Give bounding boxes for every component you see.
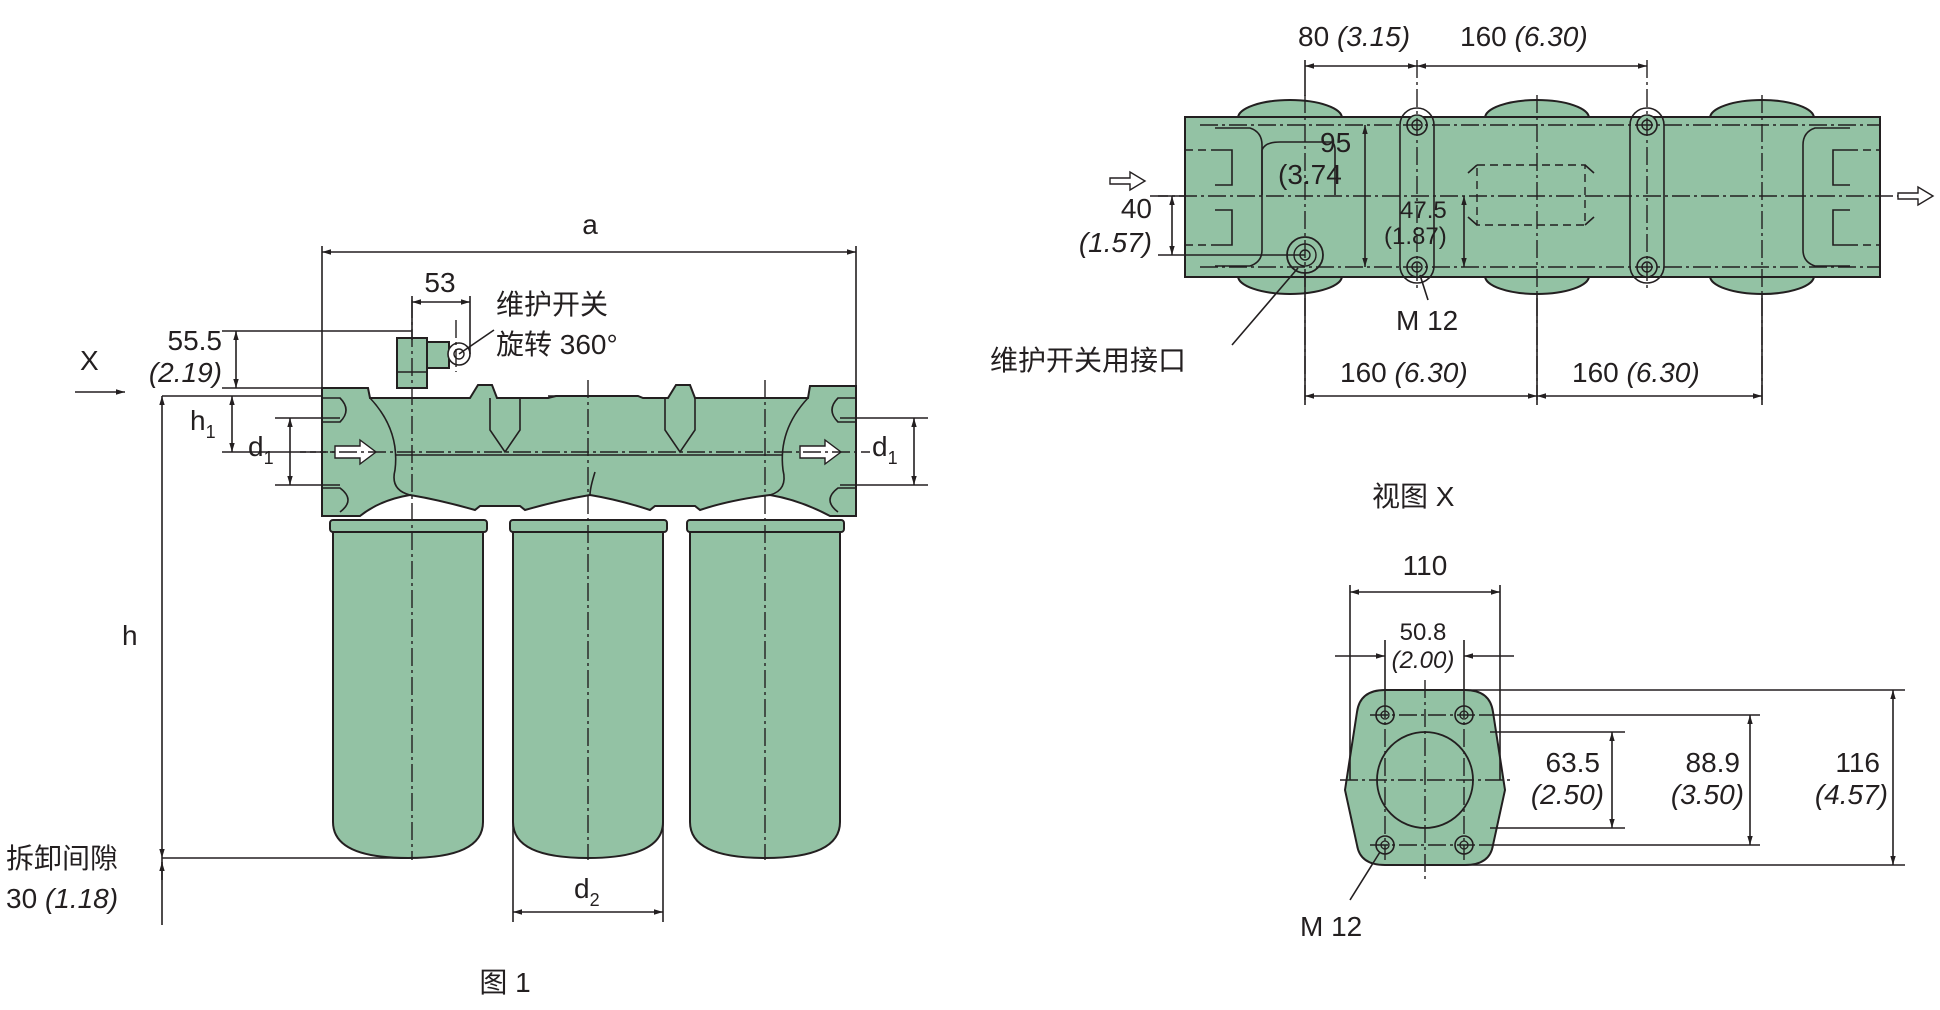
manifold-contour-right bbox=[769, 397, 809, 496]
view-x-m12: M 12 bbox=[1396, 305, 1458, 336]
port-lower-left bbox=[322, 487, 349, 513]
dim-88-9: 88.9 bbox=[1686, 747, 1741, 778]
valve-cone-1 bbox=[489, 398, 521, 454]
dim-a-label: a bbox=[582, 209, 598, 240]
dim-d1-right-label: d1 bbox=[872, 431, 898, 468]
removal-clearance-value: 30 (1.18) bbox=[6, 883, 118, 914]
dim-55-5-inch: (2.19) bbox=[149, 357, 222, 388]
removal-clearance-label: 拆卸间隙 bbox=[6, 843, 118, 874]
view-x-inlet-arrow bbox=[1109, 170, 1147, 192]
dim-d1-left-label: d1 bbox=[248, 431, 274, 468]
view-x-marker: X bbox=[80, 345, 99, 376]
port-leader bbox=[1231, 267, 1299, 346]
outlet-port-right bbox=[831, 397, 856, 423]
dim-40-inch: (1.57) bbox=[1079, 227, 1152, 258]
dim-47-5-inch: (1.87) bbox=[1384, 223, 1447, 250]
view-x: 80 (3.15) 160 (6.30) 95 (3.74 40 (1.57) … bbox=[990, 21, 1935, 512]
dim-d2-label: d2 bbox=[574, 873, 600, 910]
view-x-outlet-arrow bbox=[1897, 185, 1935, 207]
dim-88-9-inch: (3.50) bbox=[1671, 779, 1744, 810]
switch-label-line2: 旋转 360° bbox=[496, 329, 618, 360]
dim-50-8-inch: (2.00) bbox=[1392, 647, 1455, 674]
maintenance-port-label: 维护开关用接口 bbox=[990, 345, 1186, 376]
dim-63-5: 63.5 bbox=[1546, 747, 1601, 778]
flange-view: 110 50.8 (2.00) 63.5 (2.50) 88.9 (3.50) … bbox=[1300, 550, 1905, 942]
flange-m12-leader bbox=[1349, 851, 1381, 901]
dim-53-label: 53 bbox=[424, 267, 455, 298]
dim-160-bottom-left: 160 (6.30) bbox=[1340, 357, 1468, 388]
filter-bowl-left bbox=[332, 529, 484, 860]
switch-head bbox=[426, 341, 450, 369]
dim-116: 116 bbox=[1835, 747, 1880, 778]
dim-95-inch: (3.74 bbox=[1278, 159, 1342, 190]
dim-h-label: h bbox=[122, 620, 138, 651]
dim-h1-label: h1 bbox=[190, 405, 216, 442]
m12-leader bbox=[1419, 274, 1429, 301]
outlet-contour bbox=[1802, 127, 1850, 267]
manifold-contour-left bbox=[369, 397, 411, 496]
dim-63-5-inch: (2.50) bbox=[1531, 779, 1604, 810]
front-view: a 53 维护开关 旋转 360° 55.5 (2.19) X h1 d1 d1… bbox=[6, 209, 928, 998]
manifold-divider bbox=[589, 471, 596, 496]
dim-50-8: 50.8 bbox=[1400, 619, 1447, 646]
dim-55-5-label: 55.5 bbox=[168, 325, 223, 356]
dim-47-5: 47.5 bbox=[1400, 197, 1447, 224]
switch-label-line1: 维护开关 bbox=[496, 289, 608, 320]
dim-40: 40 bbox=[1121, 193, 1152, 224]
center-cavity bbox=[1476, 164, 1586, 226]
port-lower-right bbox=[829, 487, 856, 513]
inlet-contour bbox=[1215, 127, 1263, 267]
dim-160-bottom-right: 160 (6.30) bbox=[1572, 357, 1700, 388]
manifold-block bbox=[321, 384, 857, 517]
dim-110: 110 bbox=[1403, 550, 1448, 581]
flange-m12: M 12 bbox=[1300, 911, 1362, 942]
inlet-port-left bbox=[322, 397, 347, 423]
dim-160-top: 160 (6.30) bbox=[1460, 21, 1588, 52]
bowl-rim-left bbox=[329, 519, 488, 533]
view-x-caption: 视图 X bbox=[1372, 481, 1455, 512]
dim-95: 95 bbox=[1320, 127, 1351, 158]
dim-80: 80 (3.15) bbox=[1298, 21, 1410, 52]
dim-116-inch: (4.57) bbox=[1815, 779, 1888, 810]
figure1-caption: 图 1 bbox=[479, 967, 530, 998]
